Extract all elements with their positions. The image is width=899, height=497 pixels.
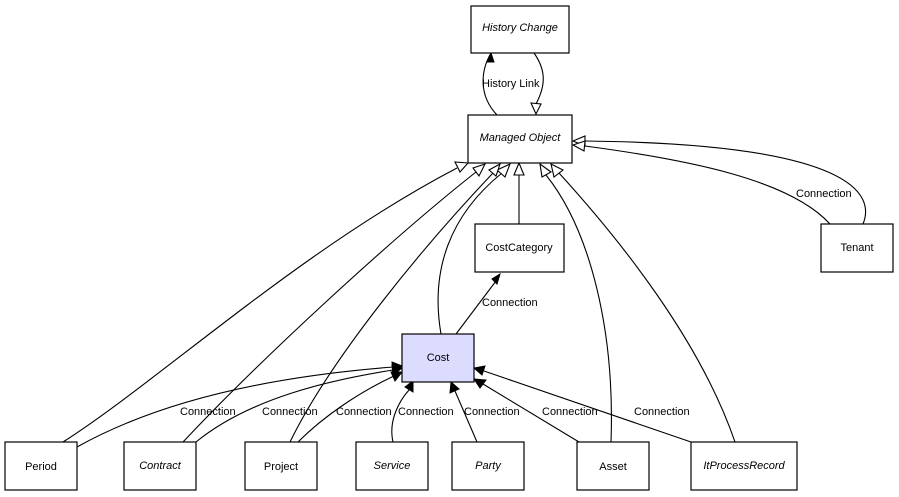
class-party-label: Party [475, 460, 502, 472]
class-cost[interactable]: Cost [401, 333, 475, 383]
class-project[interactable]: Project [244, 441, 318, 491]
edge-asset-connection [482, 383, 580, 443]
edge-contract-connection [195, 369, 394, 443]
arrowhead-cost-service [404, 380, 414, 393]
class-history-change[interactable]: History Change [470, 5, 570, 54]
edge-period-connection [76, 366, 394, 448]
edge-label-party-connection: Connection [464, 406, 520, 418]
inherit-arrowhead-costcategory [513, 161, 525, 176]
arrowhead-costcategory [491, 272, 501, 285]
class-costcategory[interactable]: CostCategory [474, 223, 565, 273]
edge-label-contract-connection: Connection [262, 406, 318, 418]
edge-label-service-connection: Connection [398, 406, 454, 418]
class-service-label: Service [374, 460, 411, 472]
class-tenant-label: Tenant [840, 242, 873, 254]
inherit-arrowhead-project [488, 162, 501, 177]
edge-label-itprocessrecord-connection: Connection [634, 406, 690, 418]
arrowhead-cost-itprocessrecord [472, 365, 486, 376]
class-period-label: Period [25, 461, 57, 473]
edge-label-tenant-connection: Connection [796, 188, 852, 200]
edge-itprocessrecord-connection [483, 370, 692, 443]
arrowhead-cost-asset [473, 378, 487, 389]
class-costcategory-label: CostCategory [485, 242, 553, 254]
class-itprocessrecord[interactable]: ItProcessRecord [690, 441, 798, 491]
class-asset-label: Asset [599, 461, 627, 473]
class-service[interactable]: Service [355, 441, 429, 491]
class-tenant[interactable]: Tenant [820, 223, 894, 273]
arrowhead-cost-project [390, 371, 404, 382]
edge-label-asset-connection: Connection [542, 406, 598, 418]
class-project-label: Project [264, 461, 298, 473]
class-contract-label: Contract [139, 460, 182, 472]
inherit-arrowhead-cost [495, 162, 511, 178]
class-contract[interactable]: Contract [123, 441, 197, 491]
edge-label-costcategory-connection: Connection [482, 297, 538, 309]
inherit-arrowhead-tenant-connection [571, 140, 586, 152]
arrowhead-cost-party [449, 380, 460, 394]
edge-itprocessrecord-to-managed-object [558, 172, 736, 443]
edge-tenant-to-managed-object [584, 140, 867, 225]
class-history-change-label: History Change [482, 22, 558, 34]
edge-cost-to-costcategory [455, 280, 497, 335]
edge-tenant-connection [584, 145, 831, 225]
edge-period-to-managed-object [62, 167, 458, 443]
class-period[interactable]: Period [4, 441, 78, 491]
inherit-arrowhead-history-link [530, 102, 542, 116]
arrowhead-history-change [486, 51, 495, 63]
edge-label-project-connection: Connection [336, 406, 392, 418]
class-cost-label: Cost [427, 352, 450, 364]
class-party[interactable]: Party [451, 441, 525, 491]
edge-history-link-down [533, 52, 544, 105]
edge-label-history-link: History Link [482, 78, 540, 90]
edge-contract-to-managed-object [182, 171, 477, 443]
inherit-arrowhead-asset [539, 162, 553, 178]
edge-label-period-connection: Connection [180, 406, 236, 418]
edge-party-connection [454, 390, 478, 443]
class-managed-object-label: Managed Object [480, 132, 562, 144]
inherit-arrowhead-itprocessrecord [550, 162, 565, 178]
edge-service-connection [391, 389, 410, 443]
inherit-arrowhead-period [454, 161, 470, 173]
edge-project-connection [297, 375, 395, 443]
inherit-arrowhead-contract [472, 163, 487, 178]
edge-asset-to-managed-object [545, 174, 612, 443]
edge-cost-to-managed-object [437, 172, 503, 335]
class-managed-object[interactable]: Managed Object [467, 114, 573, 164]
class-asset[interactable]: Asset [576, 441, 650, 491]
edge-project-to-managed-object [289, 172, 494, 443]
class-itprocessrecord-label: ItProcessRecord [703, 460, 785, 472]
